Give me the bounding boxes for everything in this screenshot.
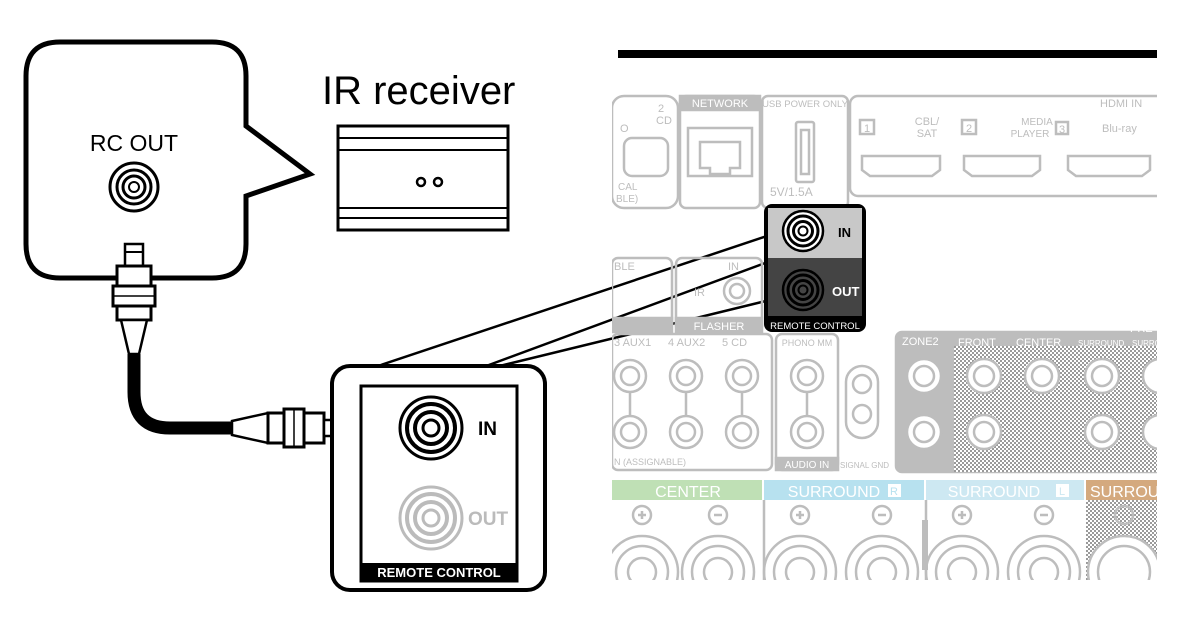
svg-text:O: O [620, 123, 629, 135]
remote-out-jack [398, 485, 464, 551]
svg-text:PRE: PRE [1130, 323, 1153, 335]
svg-text:N (ASSIGNABLE): N (ASSIGNABLE) [614, 457, 686, 467]
svg-text:BLE): BLE) [616, 194, 638, 205]
speaker-band-surround-l [926, 480, 1084, 500]
ir-receiver-device [336, 124, 510, 232]
svg-text:2: 2 [658, 103, 664, 115]
speaker-band-center [612, 480, 762, 500]
svg-text:PHONO MM: PHONO MM [782, 338, 833, 348]
rear-remote-in-jack [781, 209, 825, 253]
ir-sensor-dot [415, 176, 427, 188]
rear-network-label: NETWORK [692, 98, 749, 110]
rear-panel: 2 CD O CAL BLE) NETWORK USB POWER ONLY 5… [612, 94, 1164, 580]
remote-in-jack [398, 395, 464, 461]
svg-text:CENTER: CENTER [1016, 337, 1061, 349]
svg-text:HDMI IN: HDMI IN [1100, 98, 1142, 110]
svg-text:MEDIA: MEDIA [1021, 117, 1053, 128]
svg-text:3: 3 [1059, 124, 1065, 136]
zoom-callout-lines [359, 233, 772, 374]
svg-text:SURROUI: SURROUI [1090, 484, 1164, 501]
hdmi-input-1: 1 CBL/ SAT [858, 116, 942, 178]
svg-text:BLE: BLE [614, 261, 635, 273]
svg-text:4 AUX2: 4 AUX2 [668, 337, 705, 349]
zoom-section-label: REMOTE CONTROL [377, 565, 501, 580]
rear-remote-control-block: IN OUT REMOTE CONTROL [764, 204, 866, 332]
rc-out-jack [108, 161, 160, 213]
svg-text:CAL: CAL [618, 182, 638, 193]
svg-text:Blu-ray: Blu-ray [1102, 123, 1137, 135]
svg-text:REMOTE CONTROL: REMOTE CONTROL [770, 321, 860, 332]
svg-text:IR: IR [694, 287, 705, 299]
svg-text:5 CD: 5 CD [722, 337, 747, 349]
zoom-in-label: IN [478, 419, 497, 440]
source-device: RC OUT [23, 39, 316, 281]
rear-panel-top-edge [618, 50, 1157, 58]
svg-text:1: 1 [864, 123, 870, 135]
svg-text:CD: CD [656, 115, 672, 127]
svg-text:SURROUND: SURROUND [948, 484, 1040, 501]
svg-text:3 AUX1: 3 AUX1 [614, 337, 651, 349]
svg-text:CENTER: CENTER [655, 484, 721, 501]
svg-text:IN: IN [728, 261, 739, 273]
rc-out-label: RC OUT [90, 130, 178, 156]
svg-text:USB POWER ONLY: USB POWER ONLY [762, 99, 849, 110]
remote-control-zoom-panel: IN OUT REMOTE CONTROL [330, 364, 547, 592]
svg-text:FRONT: FRONT [958, 337, 996, 349]
svg-text:ZONE2: ZONE2 [902, 336, 939, 348]
svg-text:PLAYER: PLAYER [1011, 129, 1050, 140]
speaker-band-surround-r [764, 480, 924, 500]
hdmi-input-2: 2 MEDIA PLAYER 3 [960, 117, 1070, 178]
svg-text:AUDIO IN: AUDIO IN [785, 460, 829, 471]
svg-text:FLASHER: FLASHER [694, 321, 745, 333]
svg-text:2: 2 [966, 123, 972, 135]
svg-text:CBL/: CBL/ [915, 116, 940, 128]
svg-text:OUT: OUT [832, 284, 860, 299]
svg-text:L: L [1059, 486, 1065, 498]
svg-text:SURROUND: SURROUND [788, 484, 880, 501]
ir-receiver-title: IR receiver [322, 69, 515, 113]
svg-text:SURROUND: SURROUND [1078, 339, 1124, 348]
ir-sensor-dot [432, 176, 444, 188]
rear-remote-out-jack [781, 268, 825, 312]
svg-text:SIGNAL GND: SIGNAL GND [840, 461, 889, 470]
svg-text:IN: IN [838, 225, 851, 240]
svg-text:SURRO: SURRO [1132, 339, 1161, 348]
hdmi-input-3: Blu-ray [1066, 123, 1152, 178]
rca-cable [111, 242, 340, 449]
svg-text:R: R [890, 486, 898, 498]
speaker-band-surround-back [1086, 480, 1157, 500]
svg-text:5V/1.5A: 5V/1.5A [770, 185, 813, 199]
svg-text:SAT: SAT [917, 128, 938, 140]
zoom-out-label: OUT [468, 509, 509, 530]
